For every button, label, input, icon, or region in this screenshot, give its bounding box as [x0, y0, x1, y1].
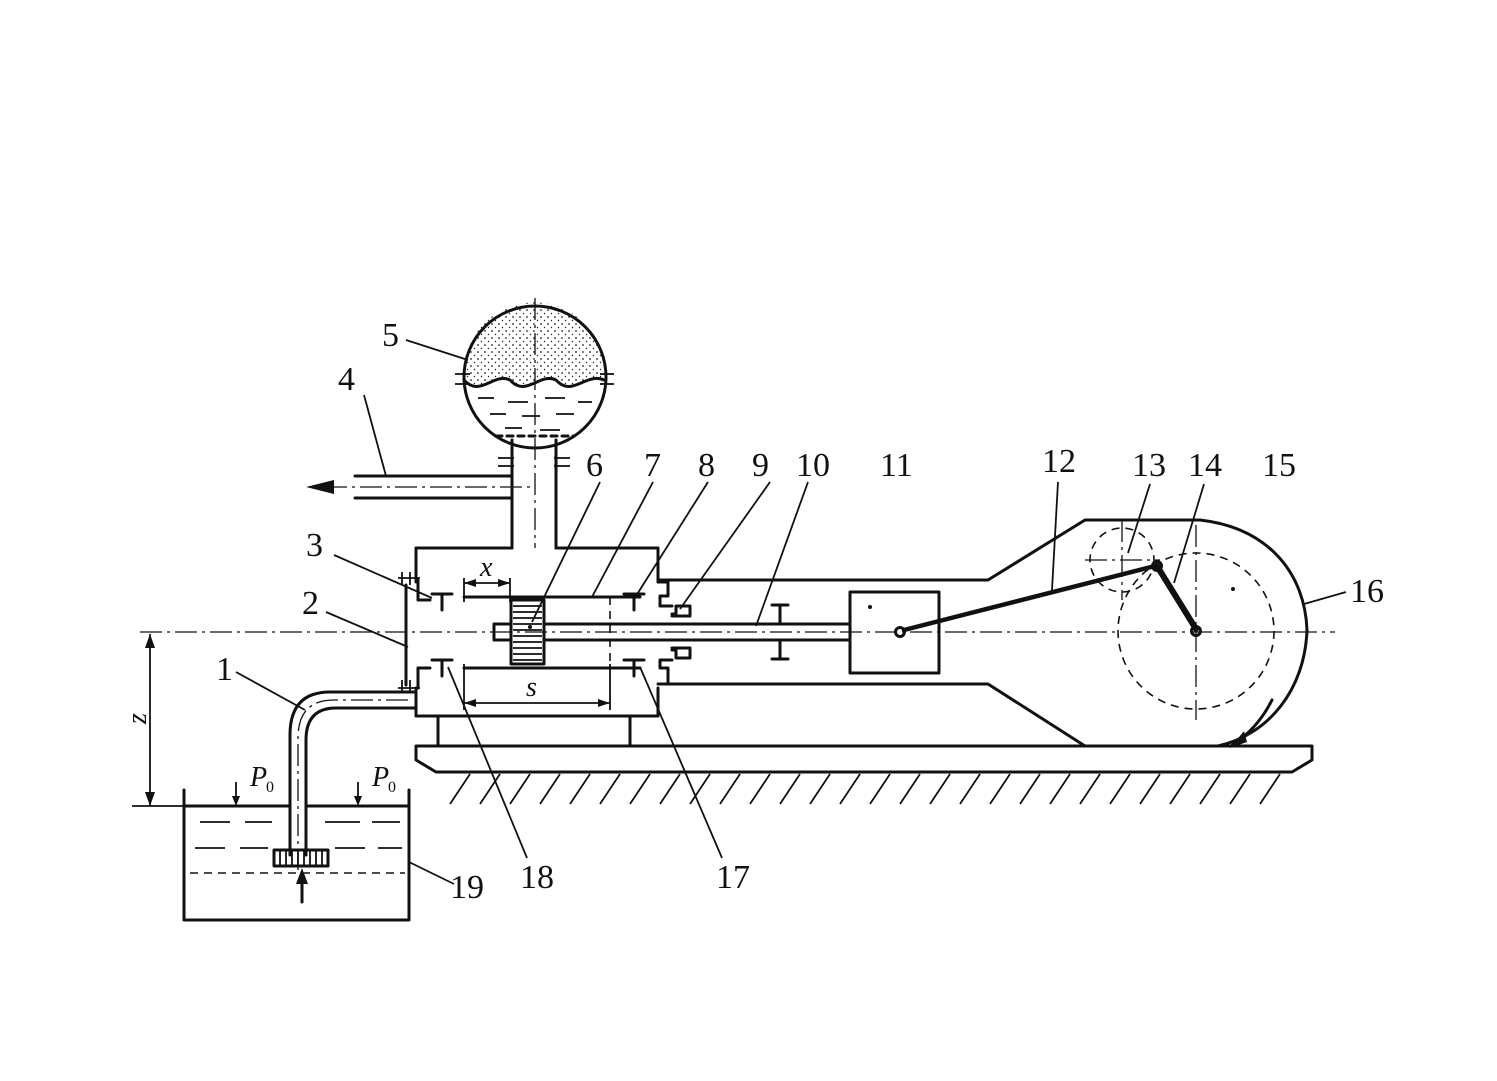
pump-chamber: [398, 546, 660, 718]
discharge-valve-lower: [622, 658, 646, 678]
piston-offset-dimension-x: [463, 578, 511, 602]
label-19: 19: [450, 869, 484, 906]
symbol-p0-left: P: [249, 762, 267, 793]
leader-lines: [235, 339, 1347, 885]
label-18: 18: [520, 859, 554, 896]
suction-valve-lower: [416, 658, 454, 690]
pressure-arrow-right: [354, 782, 362, 806]
discharge-column: [498, 438, 570, 550]
ground-hatching: [449, 773, 1281, 805]
sump-tank: [182, 788, 411, 922]
ground-base: [414, 714, 1314, 805]
label-15: 15: [1262, 447, 1296, 484]
symbol-p0-left-sub: 0: [266, 779, 274, 796]
label-6: 6: [586, 447, 603, 484]
label-5: 5: [382, 317, 399, 354]
pressure-arrow-left: [232, 782, 240, 806]
crosshead: [848, 590, 941, 675]
label-11: 11: [880, 447, 913, 484]
label-13: 13: [1132, 447, 1166, 484]
foot-valve-strainer: [272, 848, 330, 904]
label-3: 3: [306, 527, 323, 564]
piston-rod: [542, 603, 852, 661]
symbol-s: s: [526, 672, 537, 703]
height-dimension-z: [132, 634, 184, 807]
crosshead-frame: [658, 518, 1309, 748]
suction-valve-upper: [416, 578, 454, 612]
suction-pipe: [288, 690, 418, 870]
air-chamber: [455, 298, 614, 548]
label-16: 16: [1350, 573, 1384, 610]
label-2: 2: [302, 585, 319, 622]
symbol-p0-right: P: [371, 762, 389, 793]
label-17: 17: [716, 859, 750, 896]
label-9: 9: [752, 447, 769, 484]
suction-flow-arrow: [296, 868, 308, 884]
label-4: 4: [338, 361, 355, 398]
packing-gland: [656, 580, 692, 686]
label-1: 1: [216, 651, 233, 688]
label-12: 12: [1042, 443, 1076, 480]
connecting-rod: [901, 563, 1158, 633]
symbol-z: z: [122, 713, 153, 725]
label-8: 8: [698, 447, 715, 484]
symbol-x: x: [479, 552, 493, 583]
label-10: 10: [796, 447, 830, 484]
label-14: 14: [1188, 447, 1222, 484]
discharge-valve-upper: [622, 592, 646, 612]
piston: [492, 598, 546, 666]
symbol-p0-right-sub: 0: [388, 779, 396, 796]
label-7: 7: [644, 447, 661, 484]
stroke-dimension-s: [463, 664, 611, 710]
discharge-pipe: [306, 474, 535, 500]
rotation-arrow-head: [1230, 731, 1247, 748]
discharge-flow-arrow: [306, 480, 334, 494]
